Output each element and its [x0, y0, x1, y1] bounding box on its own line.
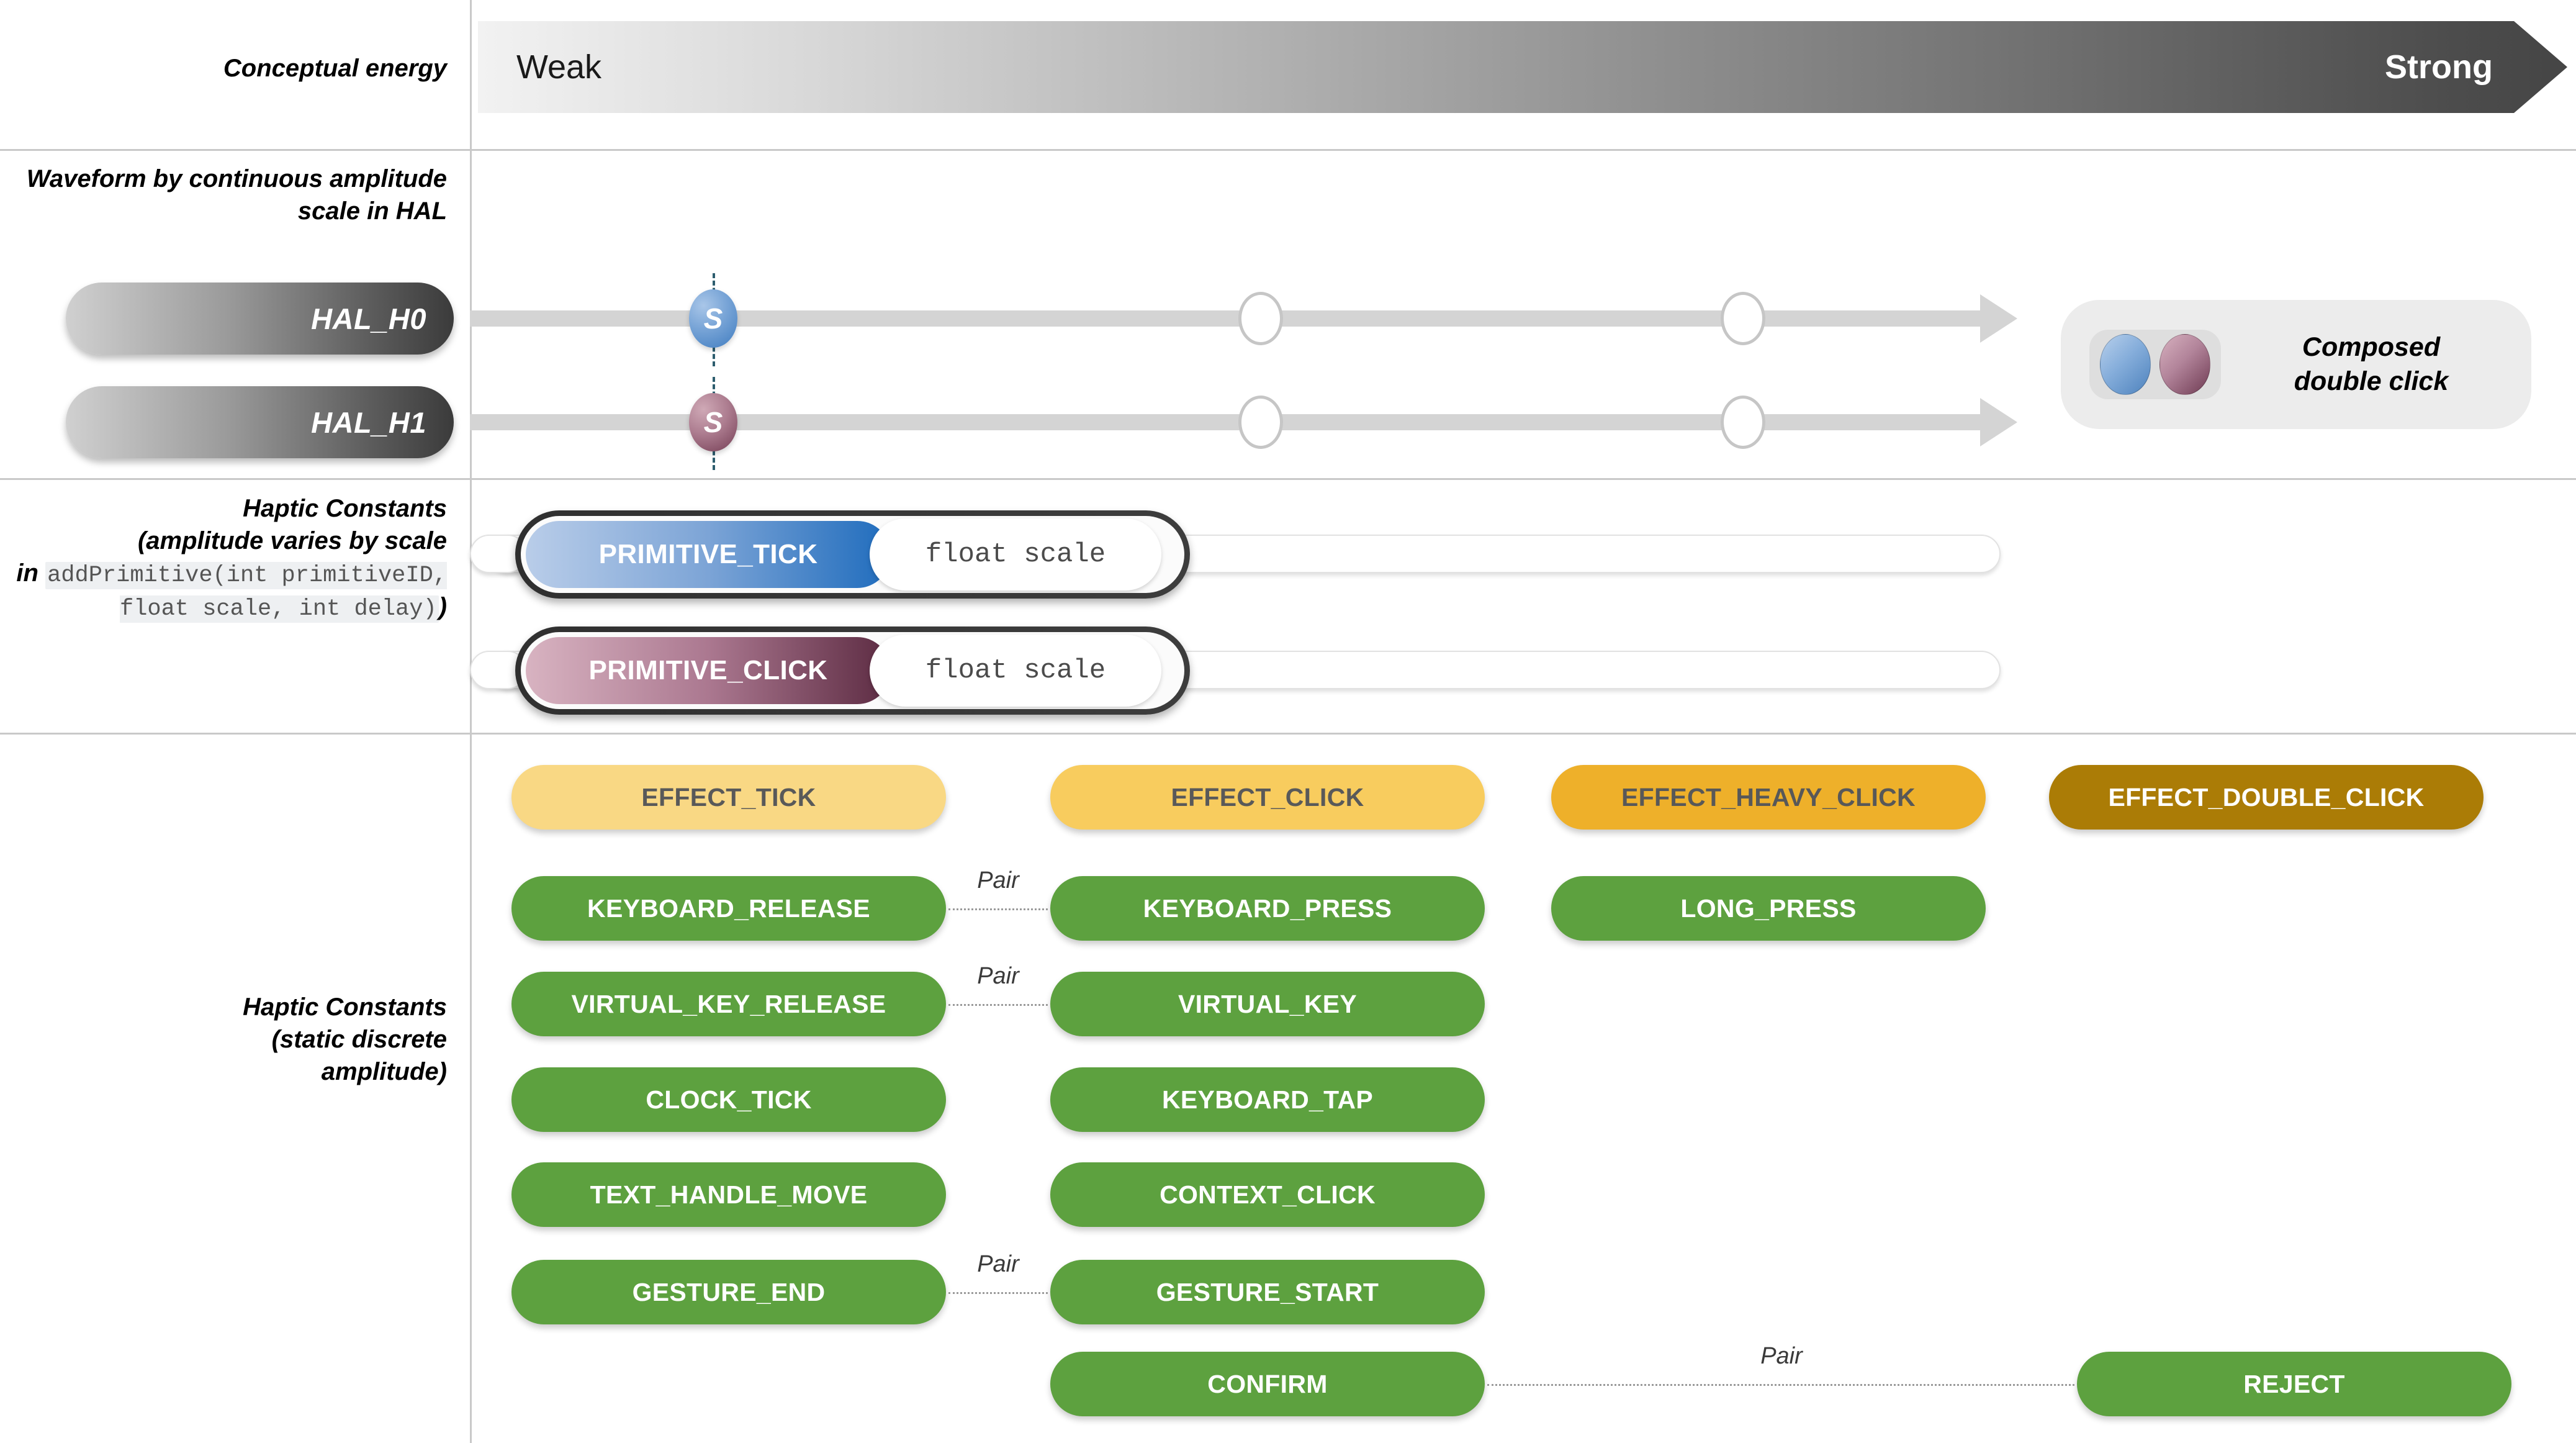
- primitive-tick-value[interactable]: float scale: [870, 518, 1161, 590]
- energy-weak-label: Weak: [516, 48, 602, 86]
- row-label-static-constants: Haptic Constants (static discrete amplit…: [0, 991, 447, 1088]
- primitive-label-line1: Haptic Constants: [243, 495, 447, 522]
- static-label-line3: amplitude): [321, 1058, 447, 1085]
- primitive-label-line2: (amplitude varies by scale: [137, 527, 447, 554]
- primitive-label-in: in: [16, 559, 46, 587]
- hal-h1-marker-empty-1: [1238, 396, 1283, 449]
- constant-long-press[interactable]: LONG_PRESS: [1551, 876, 1986, 941]
- pair-line-virtual-key: [948, 1004, 1048, 1006]
- composed-dot-purple-icon: [2159, 334, 2210, 395]
- hal-h0-label: HAL_H0: [311, 302, 426, 335]
- constant-context-click[interactable]: CONTEXT_CLICK: [1050, 1162, 1485, 1227]
- constant-confirm[interactable]: CONFIRM: [1050, 1352, 1485, 1416]
- pair-label-virtual-key: Pair: [977, 963, 1019, 989]
- pair-line-gesture: [948, 1292, 1048, 1294]
- primitive-tick-chip[interactable]: PRIMITIVE_TICK: [526, 521, 891, 588]
- constant-virtual-key-release[interactable]: VIRTUAL_KEY_RELEASE: [511, 972, 946, 1036]
- hal-h0-marker-s: S: [689, 289, 737, 348]
- constant-text-handle-move[interactable]: TEXT_HANDLE_MOVE: [511, 1162, 946, 1227]
- pair-label-confirm-reject: Pair: [1760, 1343, 1803, 1369]
- constant-reject[interactable]: REJECT: [2077, 1352, 2511, 1416]
- energy-strong-label: Strong: [2385, 48, 2493, 86]
- row-divider-3: [0, 733, 2576, 735]
- hal-h1-marker-empty-2: [1721, 396, 1765, 449]
- hal-h0-capsule: HAL_H0: [66, 283, 454, 355]
- primitive-click-value[interactable]: float scale: [870, 635, 1161, 707]
- effect-heavy-click-pill[interactable]: EFFECT_HEAVY_CLICK: [1551, 765, 1986, 830]
- pair-line-confirm-reject: [1487, 1384, 2074, 1386]
- constant-keyboard-release[interactable]: KEYBOARD_RELEASE: [511, 876, 946, 941]
- composed-line-1: Composed: [2302, 332, 2441, 362]
- static-label-line1: Haptic Constants: [243, 993, 447, 1021]
- effect-click-pill[interactable]: EFFECT_CLICK: [1050, 765, 1485, 830]
- hal-h1-arrowhead: [1980, 398, 2017, 446]
- row-label-conceptual-energy: Conceptual energy: [223, 55, 447, 82]
- constant-virtual-key[interactable]: VIRTUAL_KEY: [1050, 972, 1485, 1036]
- row-divider-2: [0, 478, 2576, 480]
- static-label-line2: (static discrete: [271, 1026, 447, 1053]
- composed-double-click-text: Composed double click: [2221, 330, 2531, 399]
- row-label-waveform: Waveform by continuous amplitude scale i…: [26, 165, 447, 225]
- pair-label-keyboard: Pair: [977, 867, 1019, 893]
- row-divider-1: [0, 149, 2576, 151]
- composed-double-click-card: Composed double click: [2061, 300, 2531, 429]
- constant-gesture-start[interactable]: GESTURE_START: [1050, 1260, 1485, 1324]
- hal-h1-marker-s: S: [689, 393, 737, 451]
- primitive-label-line3: in addPrimitive(int primitiveID, float s…: [0, 557, 447, 624]
- composed-dots-group: [2089, 330, 2221, 399]
- hal-h0-arrowhead: [1980, 294, 2017, 343]
- energy-gradient-arrow: Weak Strong: [478, 21, 2567, 113]
- effect-tick-pill[interactable]: EFFECT_TICK: [511, 765, 946, 830]
- hal-h1-label: HAL_H1: [311, 405, 426, 439]
- primitive-click-inner: PRIMITIVE_CLICK float scale: [521, 632, 1184, 709]
- constant-gesture-end[interactable]: GESTURE_END: [511, 1260, 946, 1324]
- gradient-band: [478, 21, 2567, 113]
- primitive-label-code: addPrimitive(int primitiveID, float scal…: [45, 562, 447, 623]
- column-divider: [470, 0, 472, 1443]
- primitive-tick-capsule[interactable]: PRIMITIVE_TICK float scale: [515, 510, 1190, 599]
- primitive-click-capsule[interactable]: PRIMITIVE_CLICK float scale: [515, 627, 1190, 715]
- constant-clock-tick[interactable]: CLOCK_TICK: [511, 1067, 946, 1132]
- hal-h0-marker-empty-2: [1721, 292, 1765, 345]
- primitive-click-chip[interactable]: PRIMITIVE_CLICK: [526, 637, 891, 704]
- primitive-label-close: ): [438, 593, 447, 621]
- row-label-primitive-constants: Haptic Constants (amplitude varies by sc…: [0, 492, 447, 624]
- composed-line-2: double click: [2294, 366, 2449, 396]
- pair-label-gesture: Pair: [977, 1251, 1019, 1277]
- effect-double-click-pill[interactable]: EFFECT_DOUBLE_CLICK: [2049, 765, 2484, 830]
- constant-keyboard-tap[interactable]: KEYBOARD_TAP: [1050, 1067, 1485, 1132]
- primitive-tick-inner: PRIMITIVE_TICK float scale: [521, 516, 1184, 593]
- pair-line-keyboard: [948, 908, 1048, 910]
- constant-keyboard-press[interactable]: KEYBOARD_PRESS: [1050, 876, 1485, 941]
- hal-h0-marker-empty-1: [1238, 292, 1283, 345]
- composed-dot-blue-icon: [2100, 334, 2151, 395]
- hal-h1-capsule: HAL_H1: [66, 386, 454, 458]
